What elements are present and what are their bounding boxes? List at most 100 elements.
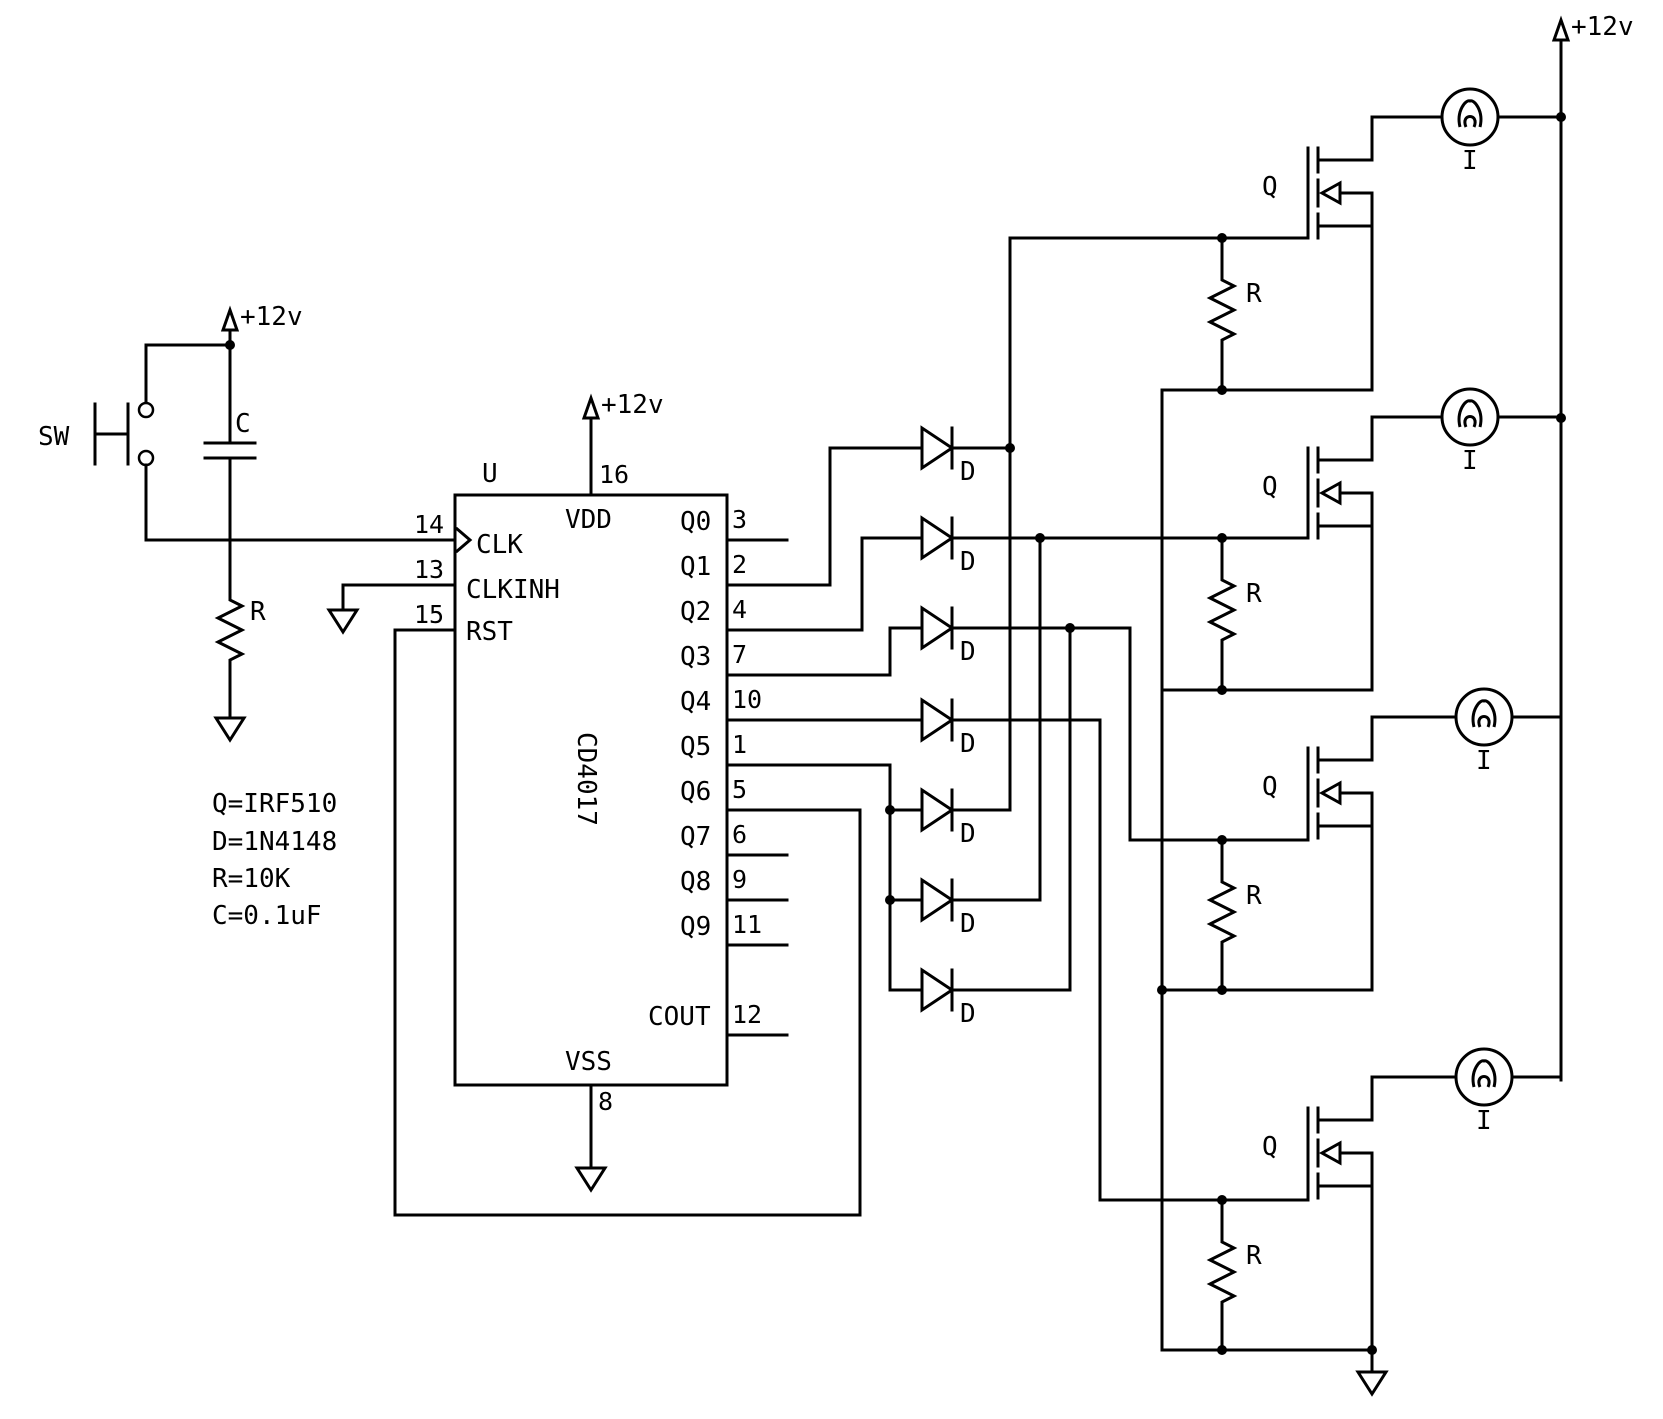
drain-wire bbox=[1316, 715, 1458, 762]
ic-pin-number: 12 bbox=[732, 1000, 762, 1029]
diode: D bbox=[920, 697, 976, 759]
diode-body bbox=[920, 967, 955, 1013]
lamp-filament bbox=[1457, 399, 1483, 428]
mosfet-arrow bbox=[1318, 480, 1342, 506]
ic-pin-number: 5 bbox=[732, 775, 747, 804]
ic-part-label: CD4017 bbox=[571, 732, 601, 826]
mosfet-body-wire bbox=[1338, 1151, 1374, 1188]
push-switch: SW bbox=[38, 401, 155, 467]
ic-pin-name: Q0 bbox=[680, 507, 711, 537]
svg-text:VSS: VSS bbox=[565, 1047, 612, 1077]
diode-label: D bbox=[960, 547, 976, 577]
lamp-label: I bbox=[1476, 1106, 1492, 1136]
lamp-label: I bbox=[1476, 746, 1492, 776]
junction bbox=[1217, 385, 1227, 395]
output-stage-1: I Q R bbox=[1160, 87, 1563, 395]
lamp-label: I bbox=[1462, 446, 1478, 476]
diode: D bbox=[920, 515, 976, 577]
gate-resistor bbox=[1206, 236, 1238, 392]
switch-label: SW bbox=[38, 422, 70, 452]
svg-text:Q=IRF510: Q=IRF510 bbox=[212, 789, 337, 819]
vcc-symbol-input: +12v bbox=[220, 302, 303, 347]
ic-pin-number: 1 bbox=[732, 730, 747, 759]
ground-symbol-output bbox=[1355, 1370, 1389, 1397]
diode-body bbox=[920, 515, 955, 561]
ic-pin-number: 6 bbox=[732, 820, 747, 849]
input-resistor: R bbox=[214, 538, 266, 720]
drain-wire bbox=[1316, 1075, 1458, 1122]
source-wire bbox=[1160, 224, 1374, 392]
diode: D bbox=[920, 967, 976, 1029]
svg-text:R=10K: R=10K bbox=[212, 864, 291, 894]
diode-body bbox=[920, 425, 955, 471]
source-wire bbox=[1160, 824, 1374, 992]
gate-resistor bbox=[1206, 1198, 1238, 1352]
svg-text:+12v: +12v bbox=[1571, 12, 1634, 42]
ic-pin-number: 3 bbox=[732, 505, 747, 534]
ic-cd4017: U +12v 16 VDD VSS 8 CD4017 14 CLK 1 3 CLK… bbox=[414, 390, 789, 1193]
svg-text:C=0.1uF: C=0.1uF bbox=[212, 901, 322, 931]
resistor-label: R bbox=[1246, 279, 1262, 309]
ic-pin-name: Q8 bbox=[680, 867, 711, 897]
ic-pin-name: Q1 bbox=[680, 552, 711, 582]
ic-pin-name: Q4 bbox=[680, 687, 711, 717]
ground-symbol-ic bbox=[574, 1166, 608, 1193]
ic-pin-name: Q5 bbox=[680, 732, 711, 762]
diode-label: D bbox=[960, 999, 976, 1029]
output-stage-3: I Q R bbox=[1160, 687, 1563, 995]
junction bbox=[1217, 985, 1227, 995]
svg-text:8: 8 bbox=[598, 1087, 613, 1116]
drain-wire bbox=[1316, 115, 1444, 162]
ic-pin-number: 7 bbox=[732, 640, 747, 669]
ic-pin-name: Q6 bbox=[680, 777, 711, 807]
mosfet-label: Q bbox=[1262, 172, 1278, 202]
svg-text:16: 16 bbox=[599, 460, 629, 489]
ground-bus bbox=[1157, 388, 1389, 1397]
mosfet-label: Q bbox=[1262, 472, 1278, 502]
svg-text:15: 15 bbox=[414, 600, 444, 629]
input-section: +12v SW C R bbox=[38, 302, 457, 743]
lamp-filament bbox=[1471, 699, 1497, 728]
svg-text:VDD: VDD bbox=[565, 505, 612, 535]
vcc-symbol-ic bbox=[581, 393, 601, 420]
lamp-label: I bbox=[1462, 146, 1478, 176]
diode-body bbox=[920, 605, 955, 651]
mosfet-body-wire bbox=[1338, 791, 1374, 828]
resistor-label: R bbox=[1246, 881, 1262, 911]
svg-text:+12v: +12v bbox=[601, 390, 664, 420]
gate-resistor bbox=[1206, 536, 1238, 692]
diode: D bbox=[920, 787, 976, 849]
ic-pin-name: Q7 bbox=[680, 822, 711, 852]
ic-pin-number: 10 bbox=[732, 685, 762, 714]
ic-pin-number: 2 bbox=[732, 550, 747, 579]
ic-pin-name: COUT bbox=[648, 1002, 711, 1032]
capacitor: C bbox=[203, 343, 257, 542]
svg-text:RST: RST bbox=[466, 617, 513, 647]
decoder-wiring bbox=[725, 446, 924, 992]
mosfet-body-wire bbox=[1338, 191, 1374, 228]
mosfet-label: Q bbox=[1262, 1132, 1278, 1162]
svg-text:14: 14 bbox=[414, 510, 444, 539]
svg-text:R: R bbox=[250, 597, 266, 627]
svg-text:U: U bbox=[482, 459, 498, 489]
lamp-filament bbox=[1457, 99, 1483, 128]
ground-symbol-clkinh bbox=[326, 608, 360, 635]
source-wire bbox=[1160, 524, 1374, 692]
svg-text:CLK: CLK bbox=[476, 530, 523, 560]
diode-label: D bbox=[960, 457, 976, 487]
svg-text:CLKINH: CLKINH bbox=[466, 575, 560, 605]
output-stage-2: IQR bbox=[1160, 387, 1563, 695]
svg-text:+12v: +12v bbox=[240, 302, 303, 332]
diode-label: D bbox=[960, 819, 976, 849]
capacitor-label: C bbox=[235, 409, 251, 439]
diode-body bbox=[920, 697, 955, 743]
svg-text:D=1N4148: D=1N4148 bbox=[212, 827, 337, 857]
mosfet-arrow bbox=[1318, 780, 1342, 806]
reset-wire bbox=[393, 628, 862, 1217]
mosfet-label: Q bbox=[1262, 772, 1278, 802]
diode-label: D bbox=[960, 909, 976, 939]
